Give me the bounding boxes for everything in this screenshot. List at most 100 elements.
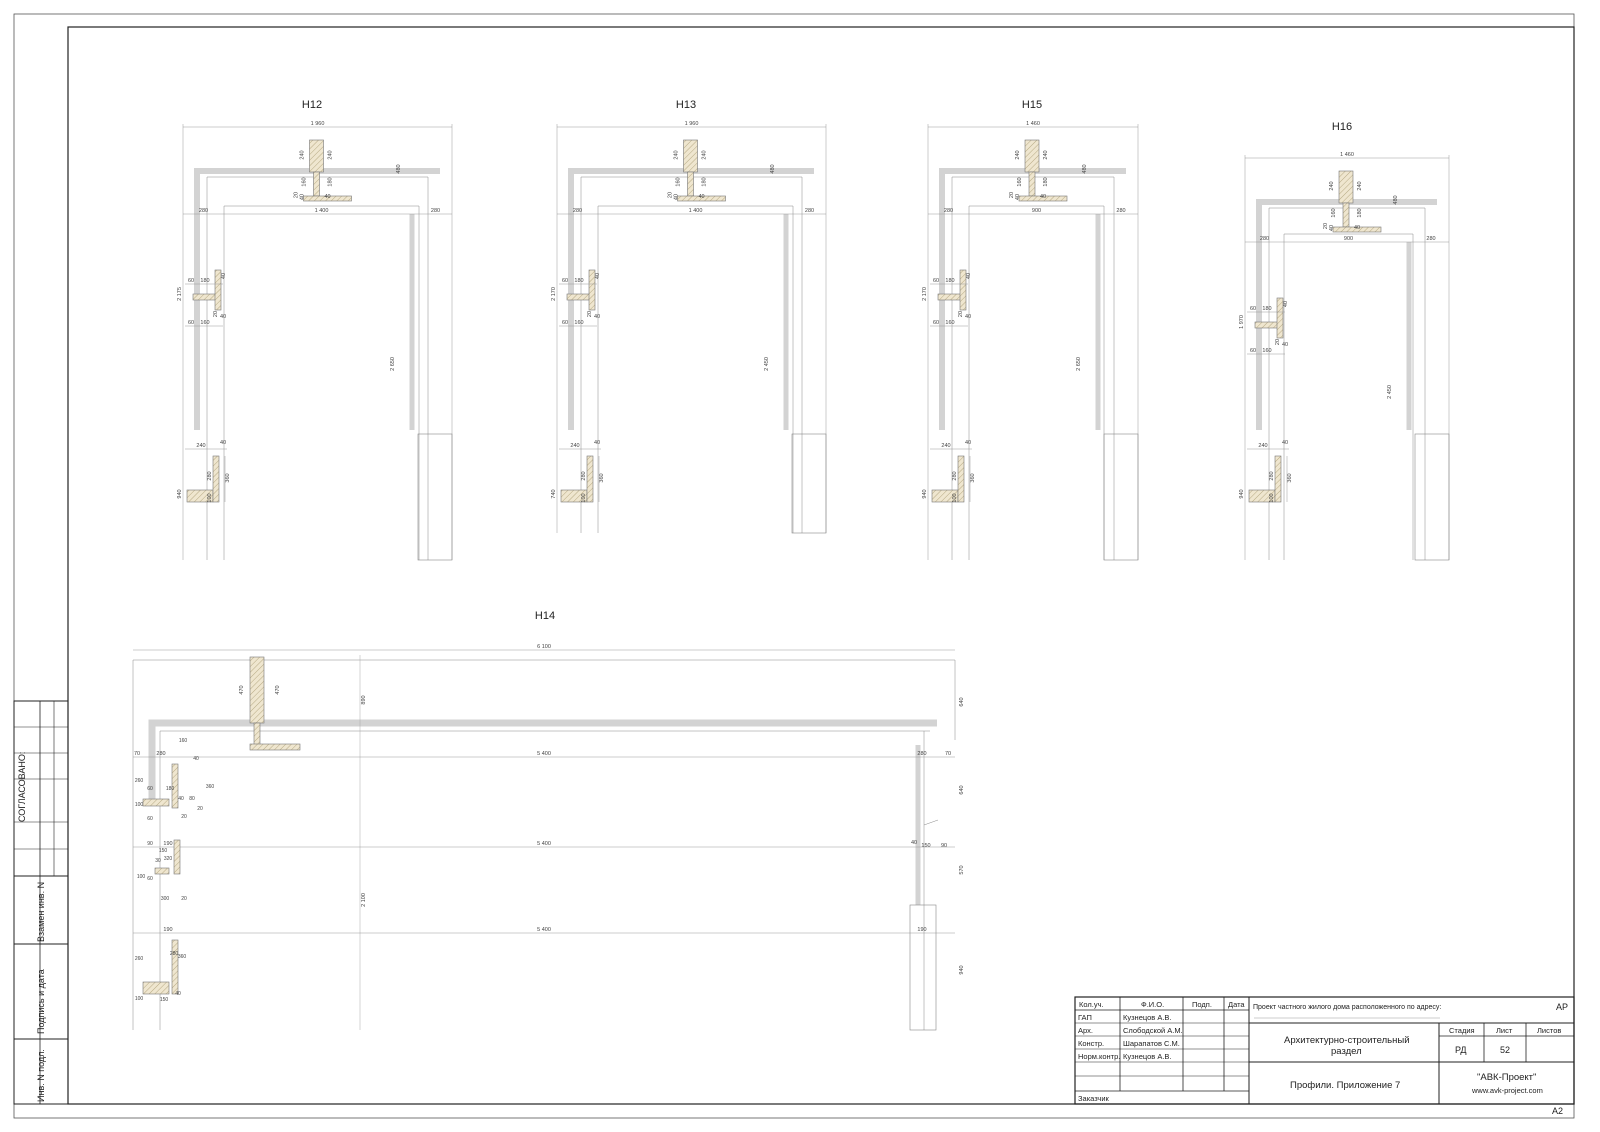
dim-label: 280 [917,751,926,757]
dim-label: 40 [698,194,704,200]
dim-label: 60 [562,320,568,326]
dim-label: 20 [1275,339,1281,345]
dim-label: 100 [135,802,144,808]
bottom-profile [171,939,179,995]
dim-label: 280 [1269,471,1275,480]
dim-label: 40 [1354,225,1360,231]
dim-label: 40 [300,194,306,200]
top-profile [687,171,694,197]
title-block-lines [1074,996,1575,1105]
dim-label: 40 [175,991,181,997]
side-stamp [13,700,69,1105]
tb-role-1: Арх. [1078,1026,1093,1035]
dim-label: 240 [196,443,205,449]
tb-header-data: Дата [1228,1000,1245,1009]
dim-label: 2 170 [551,287,557,301]
dim-label: 160 [574,320,583,326]
dim-label: 40 [594,440,600,446]
dim-label: 570 [959,865,965,874]
top-profile [1018,195,1068,202]
dim-label: 6 100 [537,644,551,650]
dim-label: 40 [1329,225,1335,231]
dim-label: 360 [970,473,976,482]
tb-code: АР [1556,1002,1569,1012]
dim-label: 160 [945,320,954,326]
dim-label: 2 650 [390,357,396,371]
top-profile [1332,226,1382,233]
right-base-box [791,433,827,534]
stamp-approved: СОГЛАСОВАНО: [17,751,27,822]
dim-label: 280 [156,751,165,757]
dim-label: 180 [702,177,708,186]
dim-label: 2 450 [764,357,770,371]
mid-profile [142,798,170,807]
dim-label: 20 [197,806,203,812]
dim-label: 40 [220,440,226,446]
dim-label: 100 [207,493,213,502]
dim-label: 20 [1009,192,1015,198]
stamp-sign-date: Подпись и дата [36,969,46,1034]
dim-label: 240 [570,443,579,449]
dim-label: 1 960 [311,121,325,127]
dim-label: 90 [941,843,947,849]
dim-label: 640 [959,785,965,794]
tb-format: A2 [1552,1106,1564,1116]
dim-label: 40 [1283,301,1289,307]
dim-label: 160 [200,320,209,326]
dim-label: 5 400 [537,841,551,847]
tb-sheets-label: Листов [1537,1026,1562,1035]
stamp-replace: Взамен инв. N [36,881,46,942]
dim-label: 150 [921,843,930,849]
dim-label: 940 [922,489,928,498]
dim-label: 900 [1032,208,1041,214]
top-profile [313,171,320,197]
tb-sheet: 52 [1500,1045,1511,1055]
dim-label: 150 [160,997,169,1003]
inner-frame [67,26,1575,1105]
dim-label: 60 [147,816,153,822]
dim-label: 40 [221,273,227,279]
top-profile [253,722,261,746]
dim-label: 2 175 [177,287,183,301]
bottom-profile [586,455,594,503]
dim-label: 240 [941,443,950,449]
dim-label: 60 [933,320,939,326]
dim-label: 180 [1262,306,1271,312]
dim-label: 1 400 [315,208,329,214]
dim-label: 470 [275,685,281,694]
mid-profile [171,763,179,809]
dim-label: 280 [1260,236,1269,242]
dim-label: 40 [966,273,972,279]
mid-profile [173,839,181,875]
dim-label: 1 460 [1340,152,1354,158]
dim-label: 40 [178,796,184,802]
dim-label: 40 [1282,342,1288,348]
dim-label: 160 [1331,208,1337,217]
dim-label: 40 [594,314,600,320]
dim-label: 940 [959,965,965,974]
dim-label: 280 [1116,208,1125,214]
tb-customer: Заказчик [1078,1094,1109,1103]
right-base-box [1103,433,1139,561]
dim-label: 180 [200,278,209,284]
drawing-title-h16: H16 [1331,121,1353,133]
dim-label: 100 [137,874,146,880]
dim-label: 360 [206,784,215,790]
bottom-profile [212,455,220,503]
dim-label: 240 [1043,150,1049,159]
dim-label: 940 [177,489,183,498]
dim-label: 190 [917,927,926,933]
dim-label: 2 100 [361,893,367,907]
right-base-box [909,904,937,1031]
bottom-profile [1274,455,1282,503]
tb-stage: РД [1455,1045,1467,1055]
dim-label: 280 [431,208,440,214]
dim-label: 320 [164,856,173,862]
top-profile [683,139,698,173]
dim-label: 160 [179,738,188,744]
dim-label: 60 [1250,348,1256,354]
dim-label: 240 [328,150,334,159]
dim-label: 180 [166,786,175,792]
dim-label: 5 400 [537,927,551,933]
